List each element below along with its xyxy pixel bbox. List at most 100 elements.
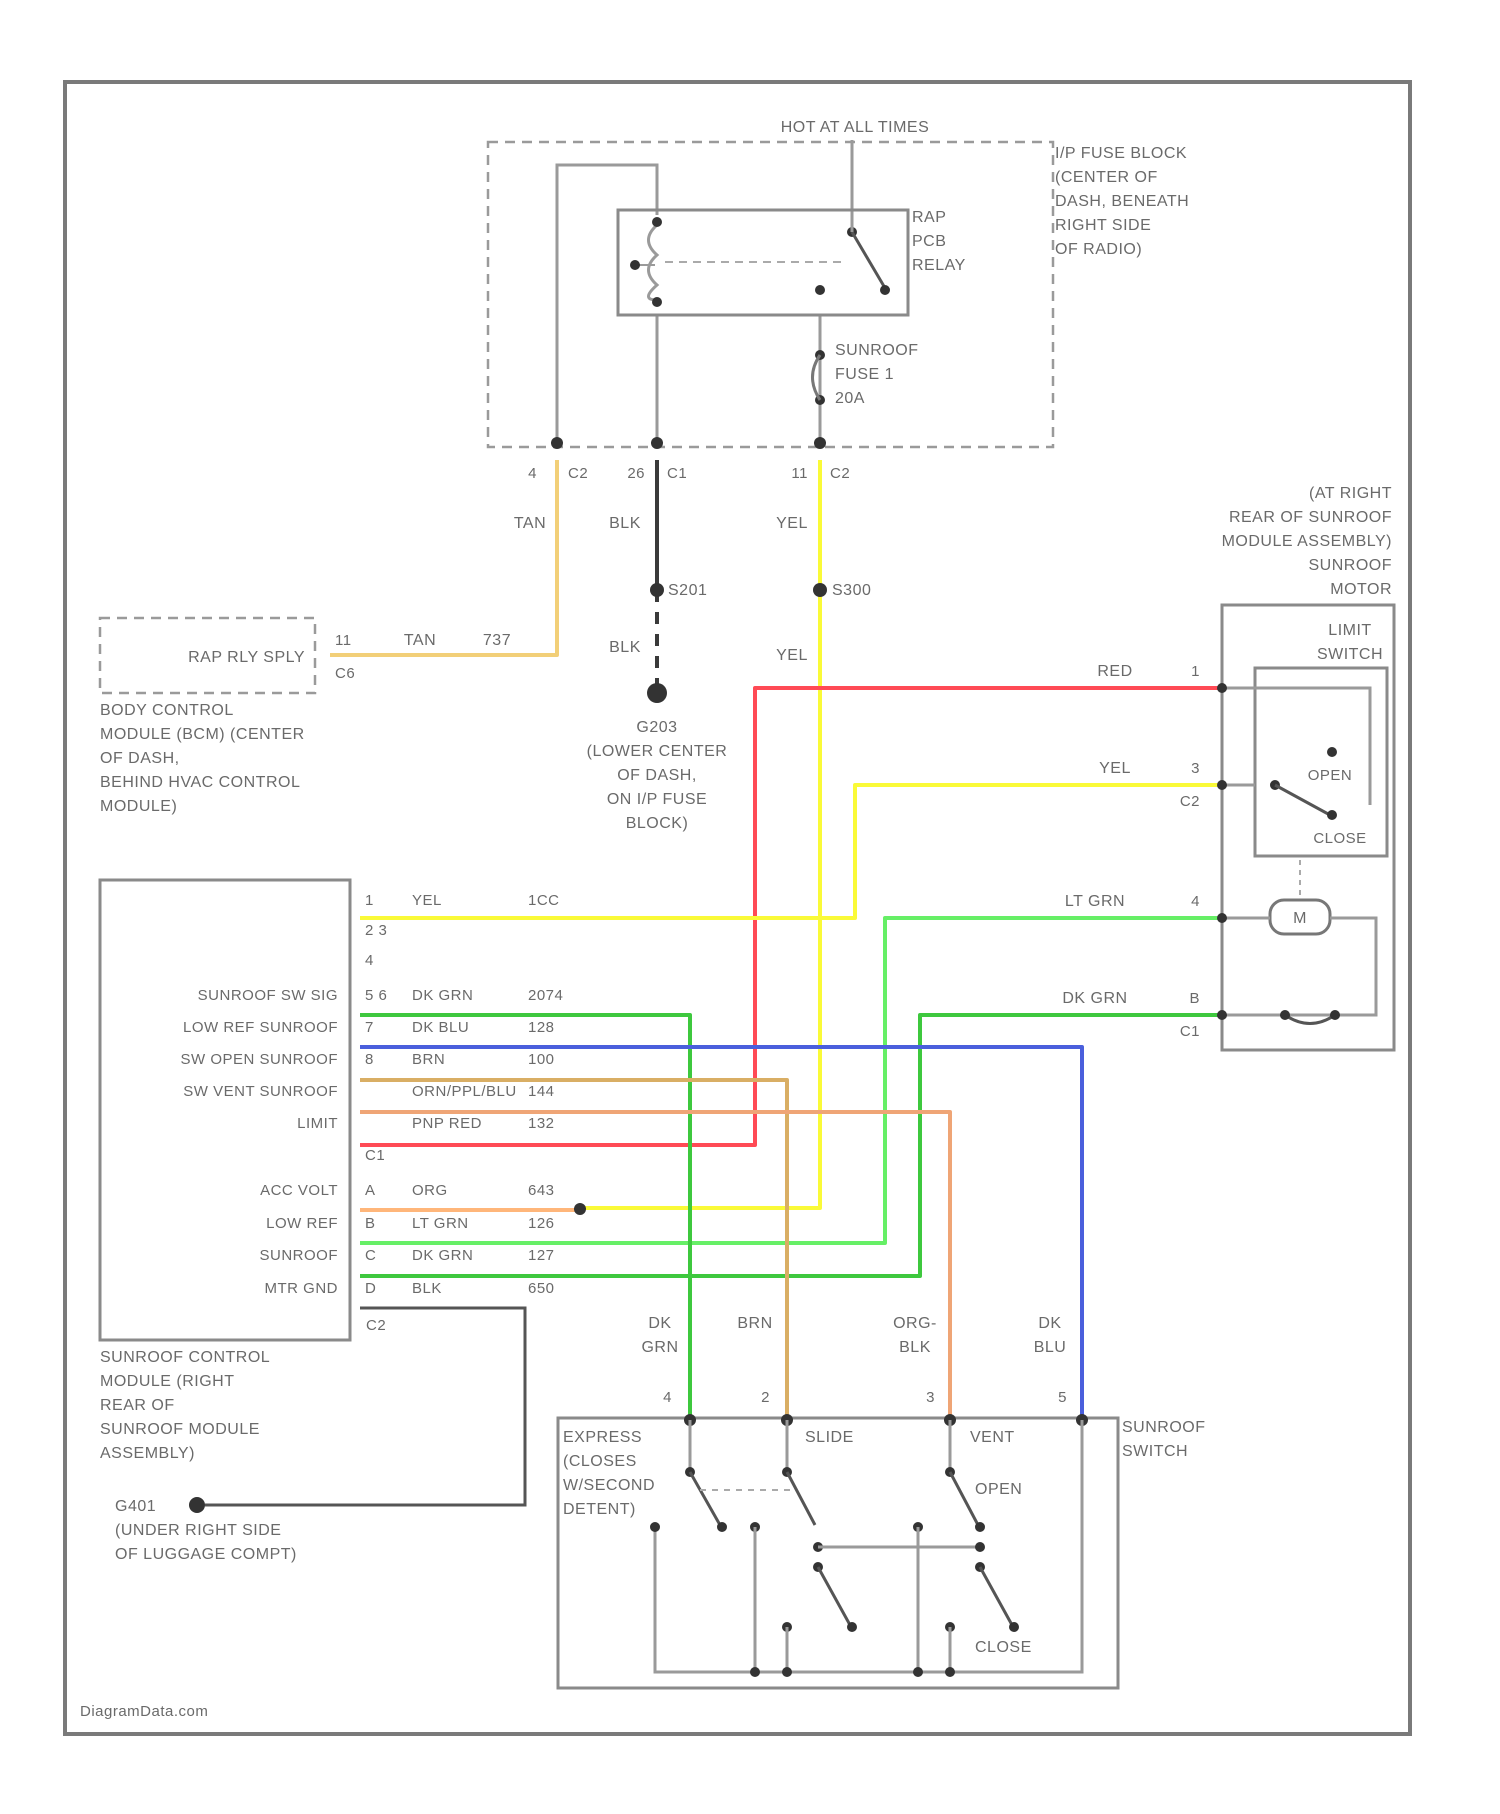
control-module-pin-number: 5 6 bbox=[365, 987, 387, 1004]
svg-text:4: 4 bbox=[528, 465, 537, 482]
control-module-circuit-number: 1CC bbox=[528, 892, 560, 909]
svg-text:RELAY: RELAY bbox=[912, 257, 966, 274]
svg-text:OPEN: OPEN bbox=[975, 1481, 1022, 1498]
svg-text:26: 26 bbox=[627, 465, 645, 482]
control-module-pin-number: 4 bbox=[365, 952, 374, 969]
control-module-pin-number: 7 bbox=[365, 1019, 374, 1036]
svg-text:ON I/P FUSE: ON I/P FUSE bbox=[607, 791, 707, 808]
ground-g203-icon bbox=[647, 683, 667, 703]
svg-text:C2: C2 bbox=[1180, 793, 1200, 810]
control-module-pin-number: B bbox=[365, 1215, 376, 1232]
control-module-wire-color: PNP RED bbox=[412, 1115, 482, 1132]
control-module-circuit-number: 650 bbox=[528, 1280, 555, 1297]
svg-text:SWITCH: SWITCH bbox=[1122, 1443, 1188, 1460]
control-module-wire-color: DK BLU bbox=[412, 1019, 469, 1036]
control-module-pin-number: 1 bbox=[365, 892, 374, 909]
svg-text:(UNDER RIGHT SIDE: (UNDER RIGHT SIDE bbox=[115, 1522, 281, 1539]
svg-text:3: 3 bbox=[1191, 760, 1200, 777]
svg-text:REAR OF SUNROOF: REAR OF SUNROOF bbox=[1229, 509, 1392, 526]
control-module-pin-name: ACC VOLT bbox=[260, 1182, 338, 1199]
svg-text:YEL: YEL bbox=[776, 515, 808, 532]
svg-text:I/P FUSE BLOCK: I/P FUSE BLOCK bbox=[1055, 145, 1187, 162]
svg-text:C2: C2 bbox=[568, 465, 588, 482]
svg-text:MODULE (BCM) (CENTER: MODULE (BCM) (CENTER bbox=[100, 726, 305, 743]
control-module-wire-color: LT GRN bbox=[412, 1215, 469, 1232]
control-module-wire-color: ORG bbox=[412, 1182, 448, 1199]
svg-text:3: 3 bbox=[926, 1389, 935, 1406]
svg-text:EXPRESS: EXPRESS bbox=[563, 1429, 642, 1446]
control-module-wire-color: BLK bbox=[412, 1280, 442, 1297]
control-module-pin-number: D bbox=[365, 1280, 376, 1297]
svg-text:DASH, BENEATH: DASH, BENEATH bbox=[1055, 193, 1189, 210]
bcm-pin: 11 bbox=[335, 632, 352, 649]
svg-text:C1: C1 bbox=[1180, 1023, 1200, 1040]
control-module-circuit-number: 127 bbox=[528, 1247, 555, 1264]
control-module-conn-c2: C2 bbox=[366, 1317, 386, 1334]
acc-volt-connector-dot bbox=[574, 1203, 586, 1215]
control-module-circuit-number: 128 bbox=[528, 1019, 555, 1036]
svg-text:LIMIT: LIMIT bbox=[1328, 622, 1371, 639]
control-module-pin-number: C bbox=[365, 1247, 376, 1264]
svg-text:(CENTER OF: (CENTER OF bbox=[1055, 169, 1158, 186]
svg-text:SLIDE: SLIDE bbox=[805, 1429, 854, 1446]
control-module-wire-color: BRN bbox=[412, 1051, 445, 1068]
svg-text:C1: C1 bbox=[667, 465, 687, 482]
svg-text:TAN: TAN bbox=[404, 632, 436, 649]
control-module-circuit-number: 144 bbox=[528, 1083, 555, 1100]
svg-text:CLOSE: CLOSE bbox=[975, 1639, 1032, 1656]
svg-text:CLOSE: CLOSE bbox=[1313, 830, 1366, 847]
control-module-circuit-number: 100 bbox=[528, 1051, 555, 1068]
svg-text:YEL: YEL bbox=[776, 647, 808, 664]
svg-text:SUNROOF: SUNROOF bbox=[835, 342, 919, 359]
hot-at-all-times-label: HOT AT ALL TIMES bbox=[781, 119, 930, 136]
splice-s300 bbox=[813, 583, 827, 597]
svg-text:20A: 20A bbox=[835, 390, 865, 407]
control-module-wire-color: ORN/PPL/BLU bbox=[412, 1083, 517, 1100]
svg-text:OF RADIO): OF RADIO) bbox=[1055, 241, 1142, 258]
control-module-circuit-number: 132 bbox=[528, 1115, 555, 1132]
svg-text:BEHIND HVAC CONTROL: BEHIND HVAC CONTROL bbox=[100, 774, 300, 791]
splice-s201 bbox=[650, 583, 664, 597]
svg-text:W/SECOND: W/SECOND bbox=[563, 1477, 655, 1494]
svg-text:YEL: YEL bbox=[1099, 760, 1131, 777]
svg-text:11: 11 bbox=[791, 465, 808, 482]
control-module-pin-name: MTR GND bbox=[265, 1280, 339, 1297]
control-module-pin-number: A bbox=[365, 1182, 376, 1199]
svg-text:MODULE (RIGHT: MODULE (RIGHT bbox=[100, 1373, 235, 1390]
svg-text:4: 4 bbox=[1191, 893, 1200, 910]
svg-text:RED: RED bbox=[1097, 663, 1132, 680]
svg-text:RAP: RAP bbox=[912, 209, 946, 226]
svg-text:ASSEMBLY): ASSEMBLY) bbox=[100, 1445, 195, 1462]
svg-text:PCB: PCB bbox=[912, 233, 946, 250]
svg-text:BLK: BLK bbox=[899, 1339, 931, 1356]
svg-text:SUNROOF CONTROL: SUNROOF CONTROL bbox=[100, 1349, 270, 1366]
svg-text:OF DASH,: OF DASH, bbox=[617, 767, 697, 784]
svg-text:BLK: BLK bbox=[609, 515, 641, 532]
svg-text:G203: G203 bbox=[636, 719, 677, 736]
svg-text:BRN: BRN bbox=[737, 1315, 772, 1332]
svg-text:SUNROOF: SUNROOF bbox=[1309, 557, 1393, 574]
svg-text:B: B bbox=[1189, 990, 1200, 1007]
svg-text:737: 737 bbox=[483, 632, 511, 649]
svg-text:DK GRN: DK GRN bbox=[1062, 990, 1127, 1007]
svg-text:RIGHT SIDE: RIGHT SIDE bbox=[1055, 217, 1151, 234]
control-module-pin-name: LOW REF SUNROOF bbox=[183, 1019, 338, 1036]
ground-g401-icon bbox=[189, 1497, 205, 1513]
svg-text:GRN: GRN bbox=[641, 1339, 678, 1356]
svg-text:DK: DK bbox=[1038, 1315, 1061, 1332]
control-module-circuit-number: 643 bbox=[528, 1182, 555, 1199]
svg-text:DK: DK bbox=[648, 1315, 671, 1332]
svg-text:5: 5 bbox=[1058, 1389, 1067, 1406]
svg-text:SUNROOF: SUNROOF bbox=[1122, 1419, 1206, 1436]
control-module-pin-name: LIMIT bbox=[297, 1115, 338, 1132]
g401-name: G401 bbox=[115, 1498, 156, 1515]
svg-text:BODY CONTROL: BODY CONTROL bbox=[100, 702, 234, 719]
bcm-conn: C6 bbox=[335, 665, 355, 682]
control-module-circuit-number: 126 bbox=[528, 1215, 555, 1232]
svg-text:1: 1 bbox=[1191, 663, 1200, 680]
control-module-pin-name: LOW REF bbox=[266, 1215, 338, 1232]
svg-text:S201: S201 bbox=[668, 582, 707, 599]
svg-text:2: 2 bbox=[761, 1389, 770, 1406]
control-module-pin-number: 8 bbox=[365, 1051, 374, 1068]
